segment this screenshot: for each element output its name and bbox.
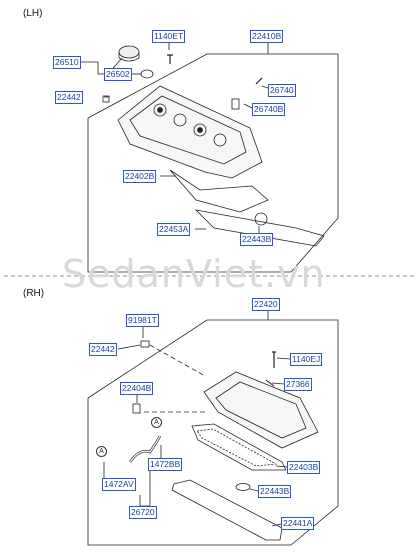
callout-mark-a: A <box>151 417 162 428</box>
part-label[interactable]: 22443B <box>240 233 274 246</box>
part-label[interactable]: 22404B <box>120 382 154 395</box>
lh-seal <box>194 209 325 247</box>
part-label[interactable]: 22442 <box>89 343 117 356</box>
rh-pcv-valve <box>132 403 141 414</box>
part-label[interactable]: 1472AV <box>102 478 136 491</box>
part-label[interactable]: 91981T <box>126 314 159 327</box>
lh-plug-seal <box>254 212 268 226</box>
watermark: SedanViet.vn <box>62 252 326 296</box>
part-label[interactable]: 1472BB <box>148 458 183 471</box>
rh-cover-gasket <box>191 423 287 471</box>
rh-valve-cover <box>203 371 319 449</box>
part-label[interactable]: 22453A <box>157 223 191 236</box>
part-label[interactable]: 26502 <box>104 68 132 81</box>
rh-seal <box>171 479 283 541</box>
part-label[interactable]: 26510 <box>53 56 81 69</box>
rh-frame <box>87 319 339 546</box>
part-label[interactable]: 22442 <box>55 91 83 104</box>
section-title-rh: (RH) <box>23 288 45 299</box>
lh-frame <box>87 53 339 273</box>
callout-mark-a: A <box>96 446 107 457</box>
oil-cap <box>118 45 140 59</box>
part-label[interactable]: 1140ET <box>152 30 186 43</box>
lh-grommet <box>102 95 110 103</box>
part-label[interactable]: 27366 <box>284 378 312 391</box>
pcv-valve <box>231 98 240 110</box>
part-label[interactable]: 22443B <box>258 485 292 498</box>
part-label[interactable]: 22402B <box>123 170 157 183</box>
section-title-lh: (LH) <box>23 8 43 19</box>
part-label[interactable]: 22403B <box>287 461 321 474</box>
rh-grommet <box>140 340 150 348</box>
rh-plug-seal <box>235 483 251 491</box>
part-label[interactable]: 22441A <box>281 517 315 530</box>
lh-cover-gasket <box>169 169 269 213</box>
part-label[interactable]: 22410B <box>250 30 284 43</box>
part-label[interactable]: 26740 <box>268 84 296 97</box>
part-label[interactable]: 26720 <box>129 506 157 519</box>
oil-cap-gasket <box>140 69 154 79</box>
part-label[interactable]: 22420 <box>252 298 280 311</box>
part-label[interactable]: 26740B <box>252 103 286 116</box>
part-label[interactable]: 1140EJ <box>290 353 323 366</box>
